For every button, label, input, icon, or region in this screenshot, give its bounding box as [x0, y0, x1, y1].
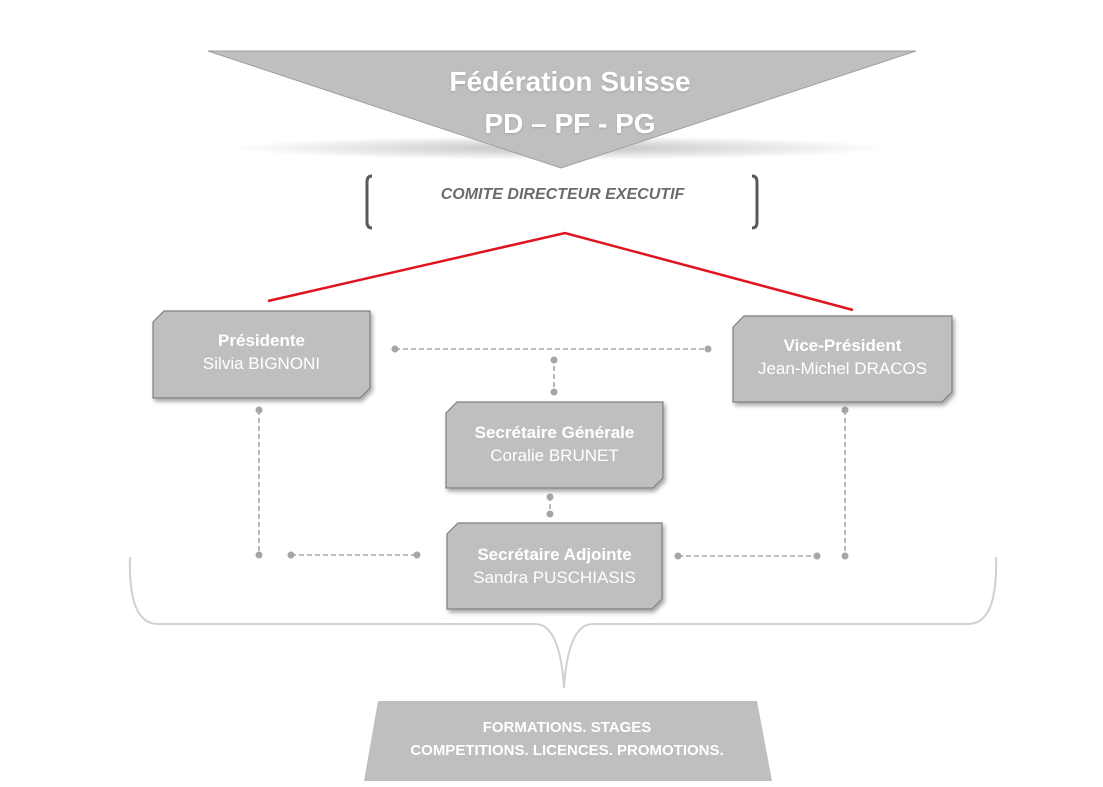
committee-bracket-right: [751, 174, 759, 230]
box-secretary-general: [445, 401, 664, 489]
node-secretary-general: Secrétaire Générale Coralie BRUNET: [446, 421, 663, 467]
node-vice-president: Vice-Président Jean-Michel DRACOS: [733, 334, 952, 380]
president-name: Silvia BIGNONI: [202, 354, 321, 373]
vice-president-name: Jean-Michel DRACOS: [757, 359, 928, 378]
node-secretary-deputy: Secrétaire Adjointe Sandra PUSCHIASIS: [447, 543, 662, 589]
footer-line-2: COMPETITIONS. LICENCES. PROMOTIONS.: [410, 742, 724, 759]
secretary-general-name: Coralie BRUNET: [490, 446, 619, 465]
footer-line-1: FORMATIONS. STAGES: [482, 719, 652, 736]
secretary-general-role: Secrétaire Générale: [474, 423, 635, 442]
dotted-connectors: [258, 348, 846, 557]
group-brace: [128, 556, 998, 689]
box-secretary-deputy: [446, 522, 663, 610]
connector-dots: [255, 345, 849, 560]
federation-title: Fédération Suisse: [449, 66, 691, 97]
footer-trapezoid: [364, 701, 772, 781]
roof-line: [267, 231, 854, 312]
secretary-deputy-role: Secrétaire Adjointe: [477, 545, 632, 564]
secretary-deputy-name: Sandra PUSCHIASIS: [473, 568, 636, 587]
committee-label: COMITE DIRECTEUR EXECUTIF: [440, 186, 685, 203]
president-role: Présidente: [218, 331, 305, 350]
box-vice-president: [732, 315, 953, 403]
federation-subtitle: PD – PF - PG: [484, 108, 656, 139]
box-president: [152, 310, 371, 399]
node-president: Présidente Silvia BIGNONI: [153, 329, 370, 375]
vice-president-role: Vice-Président: [783, 336, 902, 355]
committee-bracket-left: [365, 174, 373, 230]
header-triangle: [207, 50, 917, 169]
